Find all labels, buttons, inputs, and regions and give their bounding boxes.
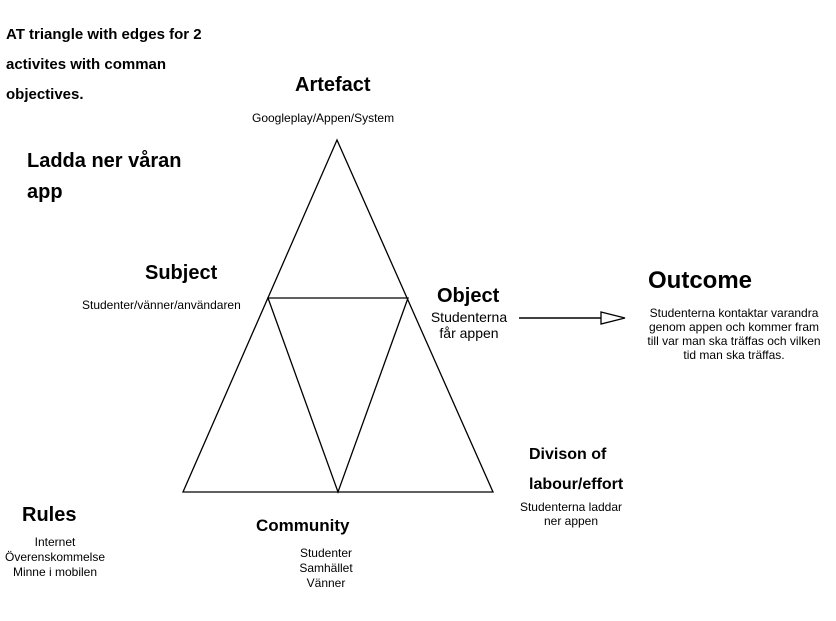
artefact-title: Artefact bbox=[295, 74, 371, 96]
goal-line: Ladda ner våran bbox=[27, 150, 182, 172]
outcome-text: Studenterna kontaktar varandra genom app… bbox=[628, 306, 836, 362]
object-line: får appen bbox=[439, 325, 499, 341]
intro-line: objectives. bbox=[6, 86, 84, 103]
goal-line: app bbox=[27, 181, 63, 203]
rules-line: Internet bbox=[34, 535, 76, 549]
division-title-line: Divison of bbox=[529, 446, 607, 463]
object-title: Object bbox=[437, 285, 500, 307]
division-text: Studenterna laddar ner appen bbox=[510, 500, 632, 528]
division-title: Divison of labour/effort bbox=[529, 440, 669, 500]
rules-title: Rules bbox=[22, 504, 77, 526]
outcome-line: till var man ska träffas och vilken bbox=[647, 334, 821, 348]
rules-line: Minne i mobilen bbox=[12, 565, 98, 579]
community-title: Community bbox=[256, 516, 350, 535]
division-title-line: labour/effort bbox=[529, 476, 624, 493]
subject-text: Studenter/vänner/användaren bbox=[82, 298, 241, 312]
inner-triangle bbox=[267, 297, 409, 494]
rules-line: Överenskommelse bbox=[4, 550, 106, 564]
division-line: Studenterna laddar bbox=[519, 500, 623, 514]
community-line: Samhället bbox=[299, 561, 353, 575]
community-line: Vänner bbox=[306, 576, 346, 590]
object-text: Studenterna får appen bbox=[420, 309, 518, 341]
intro-line: activites with comman bbox=[6, 56, 167, 73]
outcome-line: tid man ska träffas. bbox=[683, 348, 785, 362]
artefact-text: Googleplay/Appen/System bbox=[252, 111, 395, 125]
outcome-line: genom appen och kommer fram bbox=[648, 320, 820, 334]
diagram-intro-text: AT triangle with edges for 2 activites w… bbox=[6, 20, 236, 110]
outcome-arrow-head bbox=[600, 311, 626, 325]
community-line: Studenter bbox=[299, 546, 353, 560]
community-text: Studenter Samhället Vänner bbox=[286, 546, 366, 591]
outcome-line: Studenterna kontaktar varandra bbox=[649, 306, 819, 320]
object-line: Studenterna bbox=[430, 309, 508, 325]
division-line: ner appen bbox=[543, 514, 599, 528]
goal-text: Ladda ner våran app bbox=[27, 146, 227, 208]
subject-title: Subject bbox=[145, 262, 218, 284]
rules-text: Internet Överenskommelse Minne i mobilen bbox=[0, 535, 110, 580]
outcome-title: Outcome bbox=[648, 267, 753, 294]
intro-line: AT triangle with edges for 2 bbox=[6, 26, 202, 43]
